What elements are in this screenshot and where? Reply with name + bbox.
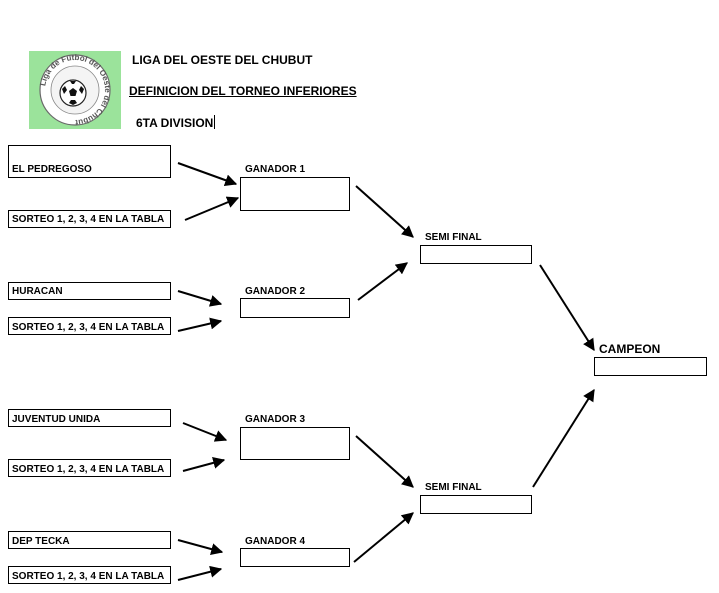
team-box-juventud-unida: JUVENTUD UNIDA	[8, 409, 171, 427]
arrow-t3-to-g3	[182, 422, 228, 442]
team-box-sorteo-3: SORTEO 1, 2, 3, 4 EN LA TABLA	[8, 459, 171, 477]
team-label: JUVENTUD UNIDA	[12, 414, 101, 425]
division-label: 6TA DIVISION	[136, 116, 214, 130]
arrow-g1-to-sf1	[355, 185, 414, 238]
arrow-s2-to-g2	[177, 317, 223, 332]
division-heading: 6TA DIVISION	[136, 115, 216, 130]
team-box-dep-tecka: DEP TECKA	[8, 531, 171, 549]
winner-2-label: GANADOR 2	[245, 286, 306, 297]
team-label: SORTEO 1, 2, 3, 4 EN LA TABLA	[12, 464, 165, 475]
team-label: HURACAN	[12, 286, 63, 297]
team-label: SORTEO 1, 2, 3, 4 EN LA TABLA	[12, 214, 165, 225]
team-label: SORTEO 1, 2, 3, 4 EN LA TABLA	[12, 571, 165, 582]
champion-box	[594, 357, 707, 376]
team-label: EL PEDREGOSO	[12, 164, 92, 175]
team-box-sorteo-2: SORTEO 1, 2, 3, 4 EN LA TABLA	[8, 317, 171, 335]
text-cursor	[214, 115, 216, 129]
arrow-g4-to-sf2	[353, 512, 414, 563]
winner-3-box	[240, 427, 350, 460]
arrow-s4-to-g4	[177, 565, 223, 581]
team-box-huracan: HURACAN	[8, 282, 171, 300]
team-box-el-pedregoso: EL PEDREGOSO	[8, 145, 171, 178]
league-logo-emblem: Liga de Futbol del Oeste del Chubut	[38, 53, 112, 127]
team-label: DEP TECKA	[12, 536, 70, 547]
winner-1-box	[240, 177, 350, 211]
team-box-sorteo-1: SORTEO 1, 2, 3, 4 EN LA TABLA	[8, 210, 171, 228]
arrow-t1-to-g1	[177, 162, 238, 186]
team-label: SORTEO 1, 2, 3, 4 EN LA TABLA	[12, 322, 165, 333]
winner-1-label: GANADOR 1	[245, 164, 306, 175]
winner-3-label: GANADOR 3	[245, 414, 306, 425]
semi-final-2-label: SEMI FINAL	[425, 482, 482, 493]
arrow-t2-to-g2	[177, 290, 223, 307]
league-title: LIGA DEL OESTE DEL CHUBUT	[132, 53, 313, 67]
arrow-sf1-to-champion	[539, 264, 595, 352]
arrow-g2-to-sf1	[357, 262, 408, 301]
team-box-sorteo-4: SORTEO 1, 2, 3, 4 EN LA TABLA	[8, 566, 171, 584]
tournament-subtitle: DEFINICION DEL TORNEO INFERIORES	[129, 84, 357, 98]
semi-final-2-box	[420, 495, 532, 514]
winner-4-label: GANADOR 4	[245, 536, 306, 547]
soccer-ball-icon	[59, 79, 87, 107]
champion-label: CAMPEON	[599, 342, 661, 356]
arrow-g3-to-sf2	[355, 435, 414, 488]
semi-final-1-box	[420, 245, 532, 264]
arrow-s1-to-g1	[184, 196, 240, 221]
league-logo: Liga de Futbol del Oeste del Chubut	[29, 51, 121, 129]
arrow-sf2-to-champion	[532, 388, 595, 488]
arrow-t4-to-g4	[177, 539, 224, 555]
winner-2-box	[240, 298, 350, 318]
winner-4-box	[240, 548, 350, 567]
arrow-s3-to-g3	[182, 457, 226, 472]
semi-final-1-label: SEMI FINAL	[425, 232, 482, 243]
